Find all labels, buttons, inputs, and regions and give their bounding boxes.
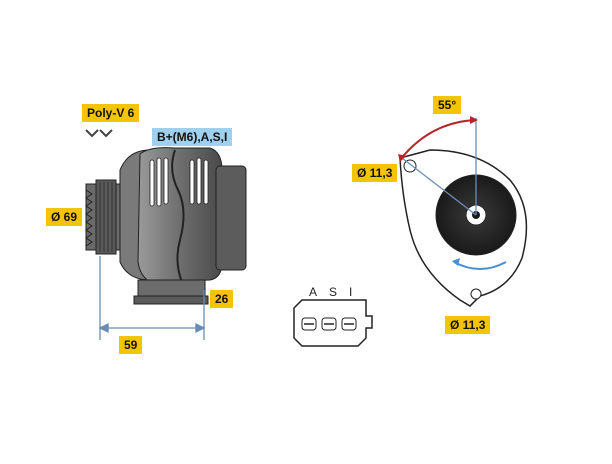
pin-i-label: I (349, 285, 353, 299)
pin-s-label: S (329, 285, 338, 299)
belt-label: Poly-V 6 (82, 104, 140, 122)
rear-view (399, 149, 528, 307)
cooling-slots (149, 157, 209, 207)
terminals-label: B+(M6),A,S,I (152, 128, 233, 146)
angle-indicator (398, 116, 478, 216)
top-hole-diameter-label: Ø 11,3 (352, 164, 398, 182)
bottom-mount-hole (470, 288, 482, 300)
housing-seam (171, 149, 185, 283)
connector-plug (293, 299, 373, 347)
belt-profile-icon (85, 129, 113, 138)
dimension-lines (98, 256, 206, 340)
pulley-diameter-label: Ø 69 (46, 208, 83, 226)
pulley (85, 179, 121, 255)
angle-label: 55° (433, 96, 462, 114)
top-mount-hole (403, 159, 417, 173)
bottom-hole-diameter-label: Ø 11,3 (445, 316, 491, 334)
side-view (85, 129, 247, 305)
width-dimension-label: 59 (119, 336, 143, 354)
rear-cover (215, 165, 247, 271)
offset-dimension-label: 26 (210, 290, 234, 308)
pin-a-label: A (309, 285, 318, 299)
